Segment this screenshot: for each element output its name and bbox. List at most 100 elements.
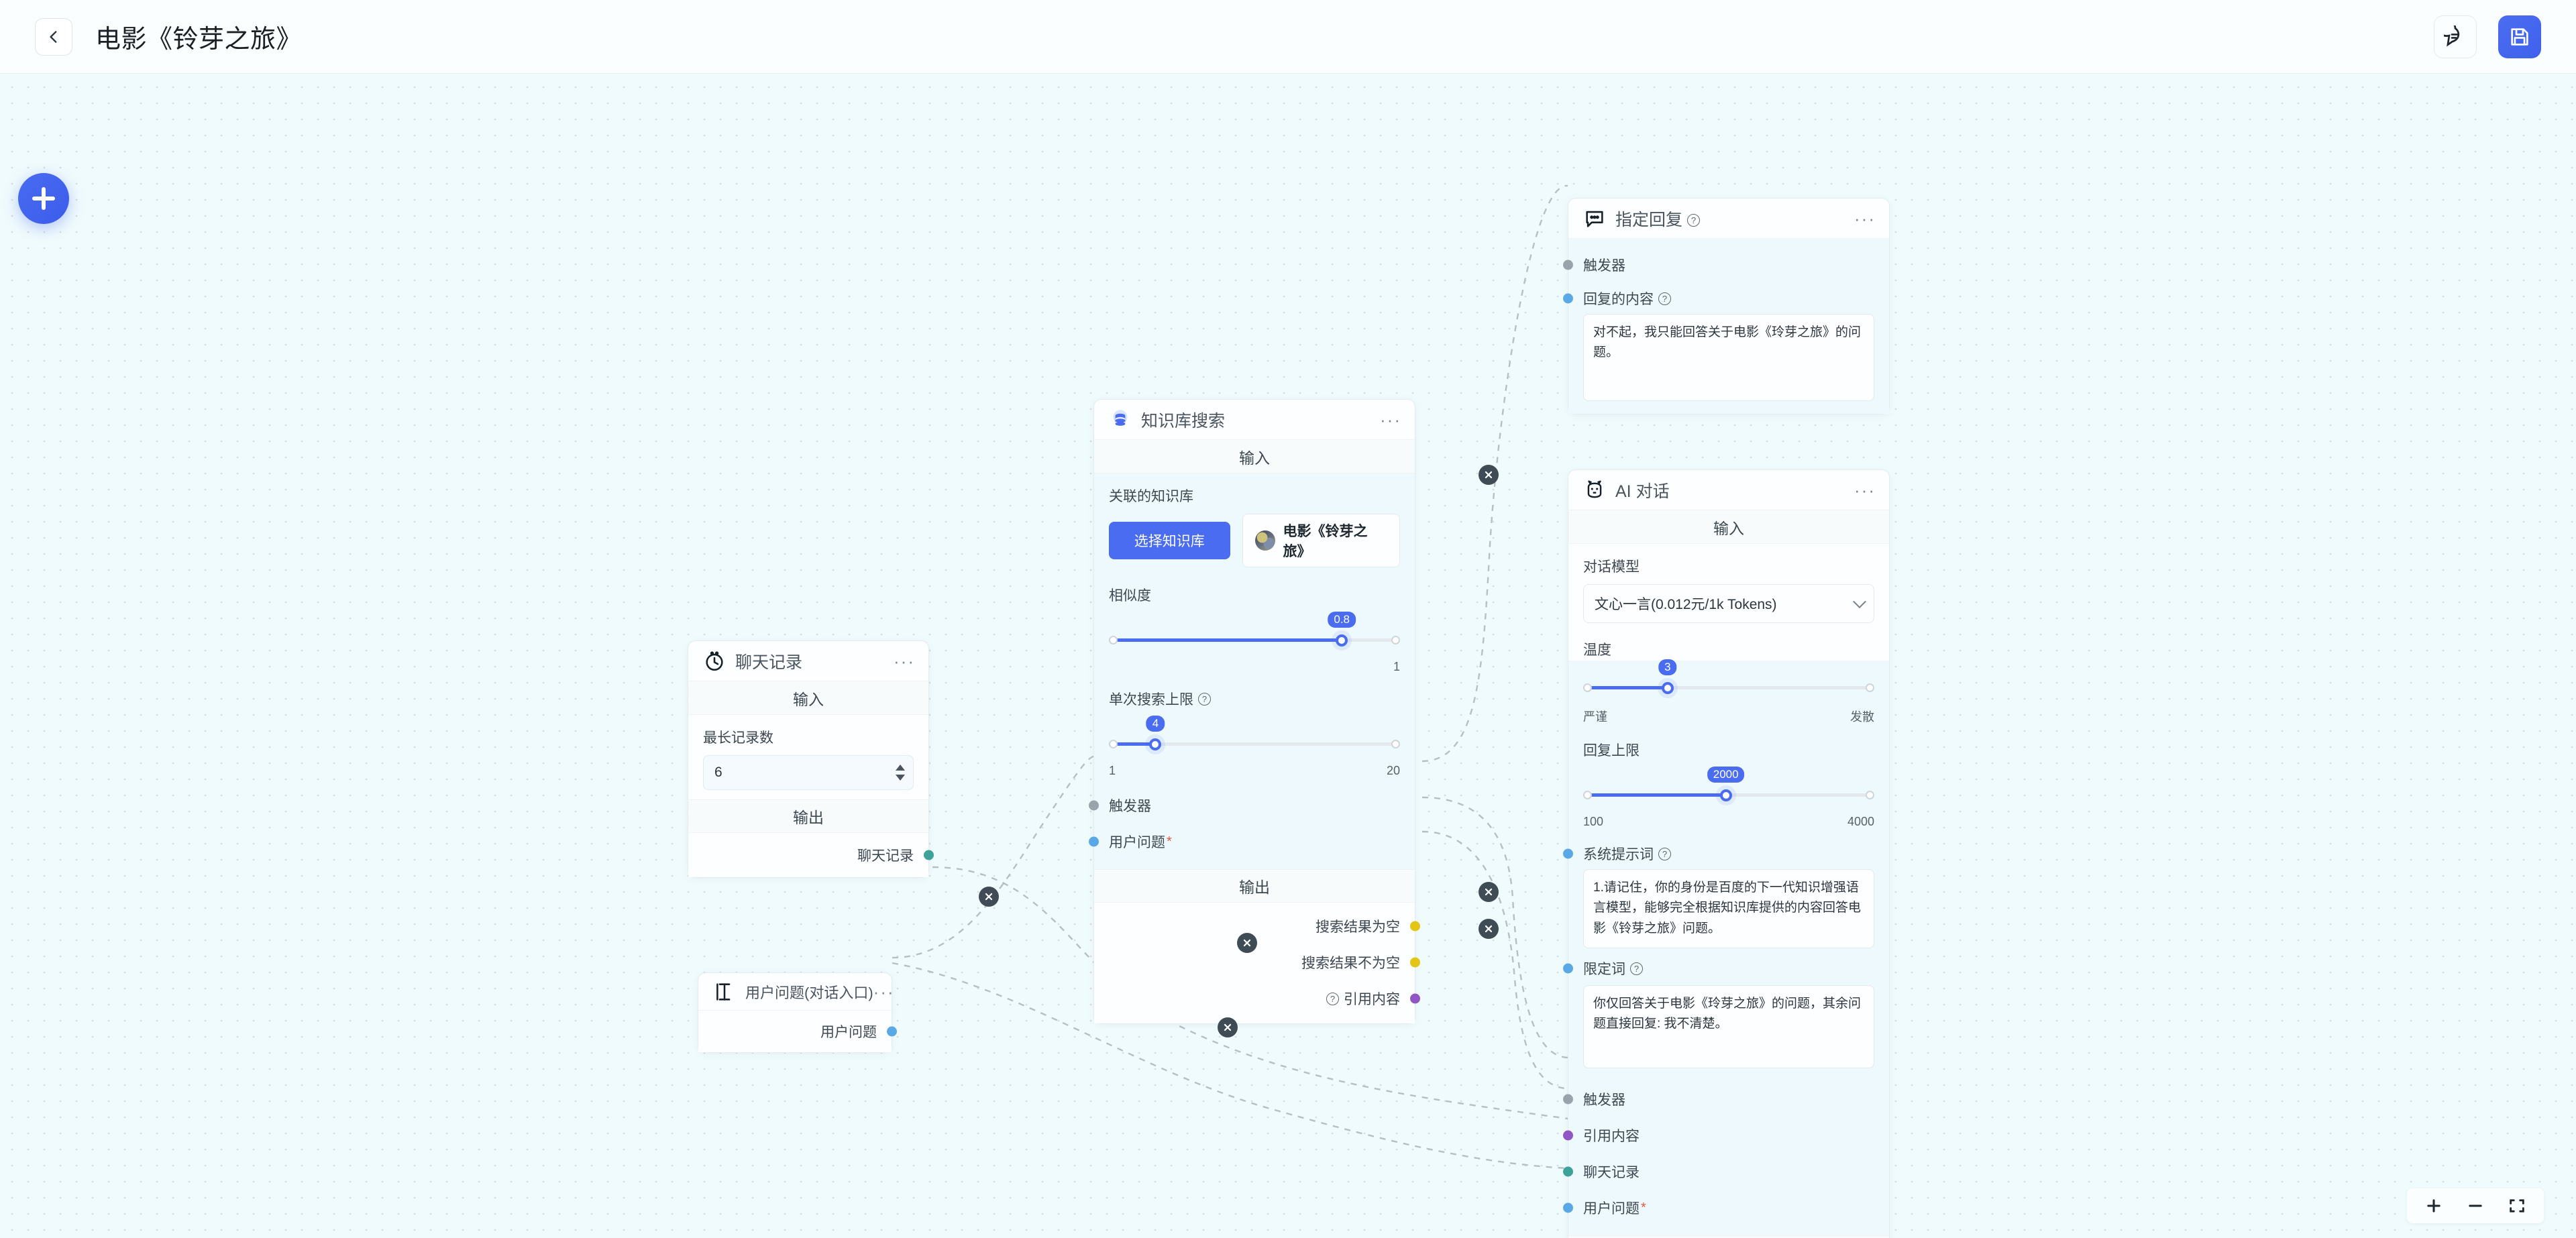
port-blue[interactable] <box>1089 836 1099 847</box>
edge-delete-button[interactable] <box>1479 882 1499 902</box>
zoom-out-button[interactable] <box>2466 1196 2485 1215</box>
minus-icon <box>2469 1204 2482 1207</box>
database-icon <box>1109 408 1132 431</box>
workflow-canvas[interactable]: 聊天记录 ··· 输入 最长记录数 6 输出 聊天记录 <box>0 74 2576 1238</box>
back-button[interactable] <box>35 17 72 56</box>
slider-start-cap <box>1109 740 1118 748</box>
port-grey[interactable] <box>1563 1094 1573 1105</box>
model-value: 文心一言(0.012元/1k Tokens) <box>1595 597 1777 612</box>
clock-history-icon <box>703 650 726 673</box>
node-menu-button[interactable]: ··· <box>873 981 895 1002</box>
help-icon[interactable]: ? <box>1687 213 1701 227</box>
port-blue[interactable] <box>1563 1202 1573 1213</box>
port-row-trigger[interactable]: 触发器 <box>1563 247 1874 283</box>
stepper-arrows[interactable] <box>896 765 905 781</box>
port-grey[interactable] <box>1563 260 1573 270</box>
temperature-slider[interactable]: 3 <box>1583 659 1874 706</box>
node-outputs: 搜索结果为空 搜索结果不为空 ? 引用内容 <box>1094 903 1420 1023</box>
help-icon[interactable]: ? <box>1630 962 1643 975</box>
slider-knob[interactable] <box>1661 682 1674 694</box>
chat-button[interactable] <box>2434 15 2477 58</box>
node-chat-history[interactable]: 聊天记录 ··· 输入 最长记录数 6 输出 聊天记录 <box>688 640 934 878</box>
port-row-reply-content[interactable]: 回复的内容? <box>1563 283 1874 314</box>
edge-delete-button[interactable] <box>979 887 999 907</box>
close-icon <box>1485 888 1493 896</box>
add-node-button[interactable] <box>18 173 69 224</box>
selected-kb-chip[interactable]: 电影《铃芽之旅》 <box>1242 514 1400 567</box>
port-yellow[interactable] <box>1410 921 1420 932</box>
chevron-left-icon <box>50 30 57 43</box>
port-teal[interactable] <box>1563 1166 1573 1177</box>
port-teal[interactable] <box>924 850 934 860</box>
port-row-user-question-in[interactable]: 用户问题* <box>1089 824 1400 860</box>
slider-end-cap <box>1391 740 1400 748</box>
restrict-textarea[interactable] <box>1583 985 1874 1068</box>
search-limit-slider[interactable]: 4 <box>1109 716 1400 763</box>
temperature-scale: 严谨 发散 <box>1583 708 1874 725</box>
edge-delete-button[interactable] <box>1218 1017 1238 1037</box>
port-blue[interactable] <box>1563 293 1573 304</box>
edge-delete-button[interactable] <box>1237 933 1257 953</box>
port-row-restrict[interactable]: 限定词? <box>1563 952 1874 985</box>
port-blue[interactable] <box>1563 963 1573 974</box>
edge-kb-quote-to-ai-quote <box>1421 830 1568 1090</box>
close-icon <box>1224 1023 1232 1031</box>
port-row-user-question-in[interactable]: 用户问题* <box>1563 1190 1874 1226</box>
slider-knob[interactable] <box>1719 789 1732 801</box>
similarity-slider[interactable]: 0.8 <box>1109 612 1400 659</box>
stepper-down-icon[interactable] <box>896 775 905 781</box>
max-records-stepper[interactable]: 6 <box>703 755 914 790</box>
chevron-down-icon <box>1853 595 1866 609</box>
node-header: 聊天记录 ··· <box>688 641 928 681</box>
port-row-chat-history-in[interactable]: 聊天记录 <box>1563 1153 1874 1190</box>
node-menu-button[interactable]: ··· <box>1854 480 1876 500</box>
port-blue[interactable] <box>1563 848 1573 859</box>
help-icon[interactable]: ? <box>1658 292 1671 305</box>
search-limit-min: 1 <box>1109 764 1116 777</box>
node-fixed-reply[interactable]: 指定回复? ··· 触发器 回复的内容? <box>1563 198 1890 414</box>
port-grey[interactable] <box>1089 800 1099 811</box>
node-title: AI 对话 <box>1615 482 1670 501</box>
model-select[interactable]: 文心一言(0.012元/1k Tokens) <box>1583 584 1874 623</box>
section-output-label: 输出 <box>688 799 928 833</box>
close-icon <box>1485 471 1493 479</box>
port-purple[interactable] <box>1410 993 1420 1004</box>
zoom-in-button[interactable] <box>2424 1196 2443 1215</box>
node-user-question[interactable]: 用户问题(对话入口) ··· 用户问题 <box>698 972 897 1053</box>
node-body: 触发器 回复的内容? <box>1563 239 1889 414</box>
help-icon[interactable]: ? <box>1198 693 1211 706</box>
node-header: AI 对话 ··· <box>1568 470 1889 510</box>
port-row-system-prompt[interactable]: 系统提示词? <box>1563 838 1874 869</box>
edge-delete-button[interactable] <box>1479 919 1499 939</box>
reply-content-textarea[interactable] <box>1583 314 1874 401</box>
help-icon[interactable]: ? <box>1326 992 1339 1005</box>
similarity-scale: 1 <box>1109 660 1400 674</box>
node-menu-button[interactable]: ··· <box>1854 208 1876 229</box>
stepper-up-icon[interactable] <box>896 765 905 771</box>
port-row-trigger[interactable]: 触发器 <box>1089 787 1400 824</box>
system-prompt-textarea[interactable] <box>1583 869 1874 948</box>
reply-limit-slider[interactable]: 2000 <box>1583 767 1874 813</box>
help-icon[interactable]: ? <box>1658 847 1671 860</box>
fit-view-button[interactable] <box>2508 1196 2526 1215</box>
port-row-quote-in[interactable]: 引用内容 <box>1563 1117 1874 1153</box>
port-purple[interactable] <box>1563 1130 1573 1141</box>
port-row-user-question-out[interactable]: 用户问题 <box>713 1013 897 1050</box>
node-kb-search[interactable]: 知识库搜索 ··· 输入 关联的知识库 选择知识库 电影《铃芽之旅》 相似度 0… <box>1089 399 1420 1024</box>
slider-knob[interactable] <box>1336 634 1348 646</box>
port-row-chat-history-out[interactable]: 聊天记录 <box>703 837 934 873</box>
save-button[interactable] <box>2498 15 2541 58</box>
port-label: 聊天记录 <box>857 848 914 864</box>
node-ai-chat[interactable]: AI 对话 ··· 输入 对话模型 文心一言(0.012元/1k Tokens)… <box>1563 469 1890 1238</box>
port-row-trigger[interactable]: 触发器 <box>1563 1081 1874 1117</box>
port-blue[interactable] <box>887 1026 897 1037</box>
similarity-value: 0.8 <box>1328 612 1356 628</box>
slider-knob[interactable] <box>1149 738 1162 750</box>
port-yellow[interactable] <box>1410 957 1420 968</box>
port-row-quote-content[interactable]: ? 引用内容 <box>1109 980 1420 1017</box>
node-menu-button[interactable]: ··· <box>894 651 915 671</box>
slider-fill <box>1109 638 1342 642</box>
select-kb-button[interactable]: 选择知识库 <box>1109 522 1230 559</box>
node-menu-button[interactable]: ··· <box>1380 409 1401 430</box>
edge-delete-button[interactable] <box>1479 465 1499 485</box>
